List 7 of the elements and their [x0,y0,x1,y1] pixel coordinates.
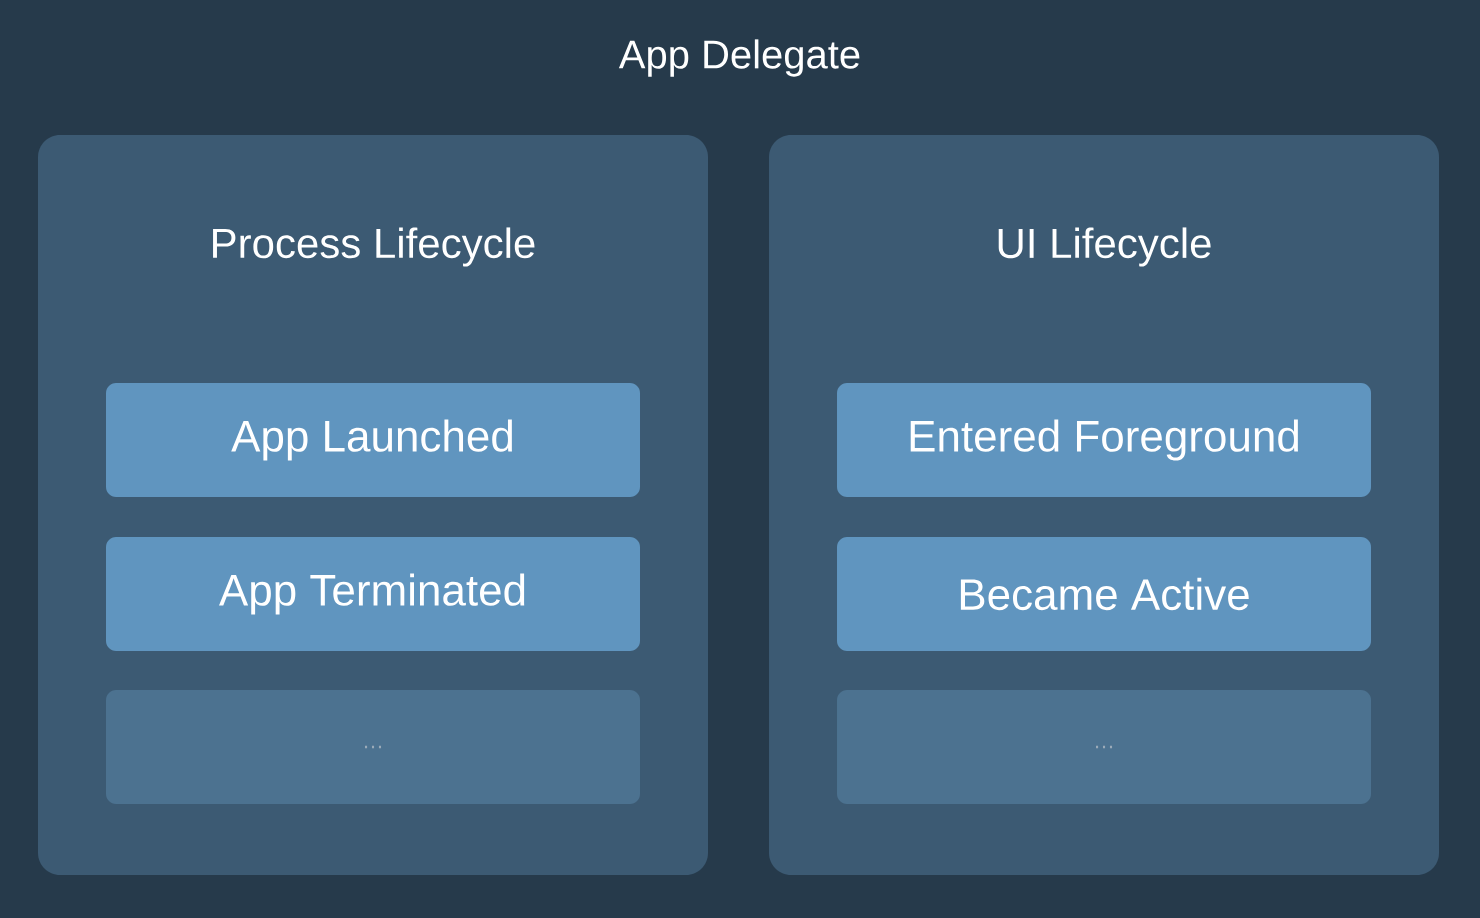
placeholder-box: … [106,690,640,804]
event-box: App Terminated [106,537,640,651]
placeholder-box: … [837,690,1371,804]
event-box: Became Active [837,537,1371,651]
event-box: App Launched [106,383,640,497]
title: App Delegate [618,39,860,77]
event-box: Entered Foreground [837,383,1371,497]
